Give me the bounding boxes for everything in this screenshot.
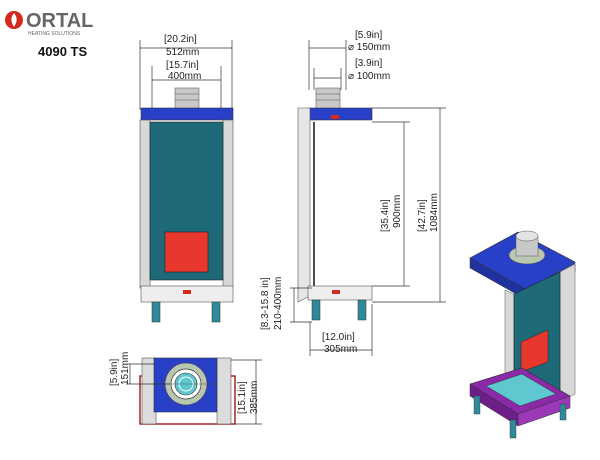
- iso-leg-2: [509, 419, 517, 439]
- iso-base-side: [517, 395, 571, 427]
- glass-height-in: [35.4in]: [380, 199, 391, 232]
- top-depth-in: [15.1in]: [237, 381, 248, 414]
- ortal-logo: ORTAL HEATING SOLUTIONS 4090 TS: [5, 10, 93, 59]
- logo-tagline: HEATING SOLUTIONS: [28, 31, 81, 37]
- isometric-view: [469, 230, 576, 439]
- top-right-plate: [216, 357, 232, 425]
- depth-mm: 305mm: [324, 344, 357, 355]
- front-leg-left: [151, 301, 161, 323]
- flue-inner-mm: ⌀ 100mm: [348, 71, 390, 82]
- iso-back-frame: [504, 289, 515, 383]
- front-right-frame: [222, 119, 234, 289]
- front-leg-right: [211, 301, 221, 323]
- side-flue: [315, 87, 341, 111]
- flue-outer-mm: ⌀ 150mm: [348, 42, 390, 53]
- side-top-tab: [331, 115, 339, 119]
- iso-leg-1: [473, 395, 481, 415]
- side-back-frame: [297, 107, 311, 303]
- top-view: [5.9in] 151mm [15.1in] 385mm: [109, 352, 262, 425]
- top-depth-mm: 385mm: [249, 381, 260, 414]
- iso-flue-top: [515, 230, 539, 242]
- front-inner-width-mm: 400mm: [168, 71, 201, 82]
- front-width-mm: 512mm: [166, 47, 199, 58]
- model-name: 4090 TS: [38, 44, 87, 59]
- flue-outer-in: [5.9in]: [355, 30, 382, 41]
- side-base-tab: [332, 290, 340, 294]
- front-base-plate: [183, 290, 191, 294]
- top-offset-in: [5.9in]: [109, 359, 120, 386]
- leg-height-in: [8.3-15.8 in]: [260, 277, 271, 330]
- front-view: [20.2in] 512mm [15.7in] 400mm: [139, 34, 234, 323]
- top-offset-mm: 151mm: [120, 352, 131, 385]
- iso-base-tray: [485, 373, 557, 407]
- flame-icon: [11, 13, 17, 27]
- front-width-in: [20.2in]: [164, 34, 197, 45]
- side-leg-left: [311, 299, 321, 321]
- iso-side-frame: [559, 263, 576, 403]
- depth-in: [12.0in]: [322, 332, 355, 343]
- total-height-mm: 1084mm: [429, 193, 440, 232]
- front-burner: [164, 231, 209, 273]
- side-view: [5.9in] ⌀ 150mm [3.9in] ⌀ 100mm [35.4in]…: [260, 30, 446, 356]
- logo-text: ORTAL: [26, 10, 93, 32]
- iso-burner: [520, 329, 549, 373]
- leg-height-mm: 210-400mm: [273, 277, 284, 330]
- top-hood: [140, 107, 234, 121]
- side-top-hood: [307, 107, 373, 121]
- side-leg-right: [357, 299, 367, 321]
- glass-height-mm: 900mm: [392, 195, 403, 228]
- iso-leg-3: [559, 403, 567, 421]
- front-inner-width-in: [15.7in]: [166, 60, 199, 71]
- total-height-in: [42.7in]: [417, 199, 428, 232]
- flue-pipe: [174, 87, 200, 111]
- front-left-frame: [139, 119, 151, 289]
- flue-inner-in: [3.9in]: [355, 58, 382, 69]
